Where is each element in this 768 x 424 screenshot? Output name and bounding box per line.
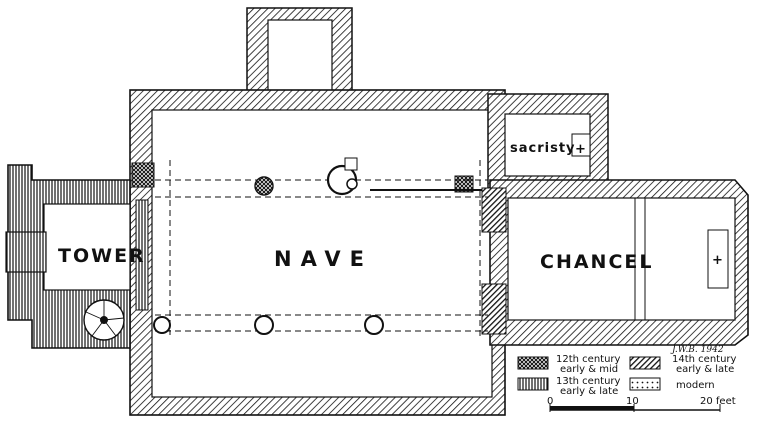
tower-label: TOWER xyxy=(58,245,146,267)
legend-12th-line2: early & mid xyxy=(560,364,618,375)
scale-tick-0: 0 xyxy=(547,396,553,407)
sacristy-altar-mark: + xyxy=(575,142,587,157)
arcade-lines xyxy=(155,160,488,340)
nave-piers xyxy=(153,157,384,335)
nave-walls xyxy=(129,89,506,416)
tower-walls xyxy=(5,164,149,349)
scale-bar: 0 10 20 feet xyxy=(547,396,736,412)
chancel-label: CHANCEL xyxy=(540,251,653,273)
sacristy-walls xyxy=(487,93,609,189)
sacristy-label: sacristy xyxy=(510,141,576,156)
legend: 12th century early & mid 14th century ea… xyxy=(517,354,737,397)
altar-mark: + xyxy=(712,253,724,268)
legend-modern: modern xyxy=(676,380,715,391)
legend-13th-line2: early & late xyxy=(560,386,618,397)
scale-tick-10: 10 xyxy=(626,396,639,407)
legend-13th-line1: 13th century xyxy=(556,376,621,387)
scale-tick-20: 20 feet xyxy=(700,396,736,407)
legend-12th-line1: 12th century xyxy=(556,354,621,365)
legend-14th-line1: 14th century xyxy=(672,354,737,365)
nave-label: NAVE xyxy=(274,247,373,271)
chancel-walls xyxy=(489,179,749,346)
north-porch xyxy=(246,7,353,93)
legend-14th-line2: early & late xyxy=(676,364,734,375)
signature: J.W.B. 1942 xyxy=(670,345,724,355)
fourteenth-century-screen xyxy=(481,187,507,335)
